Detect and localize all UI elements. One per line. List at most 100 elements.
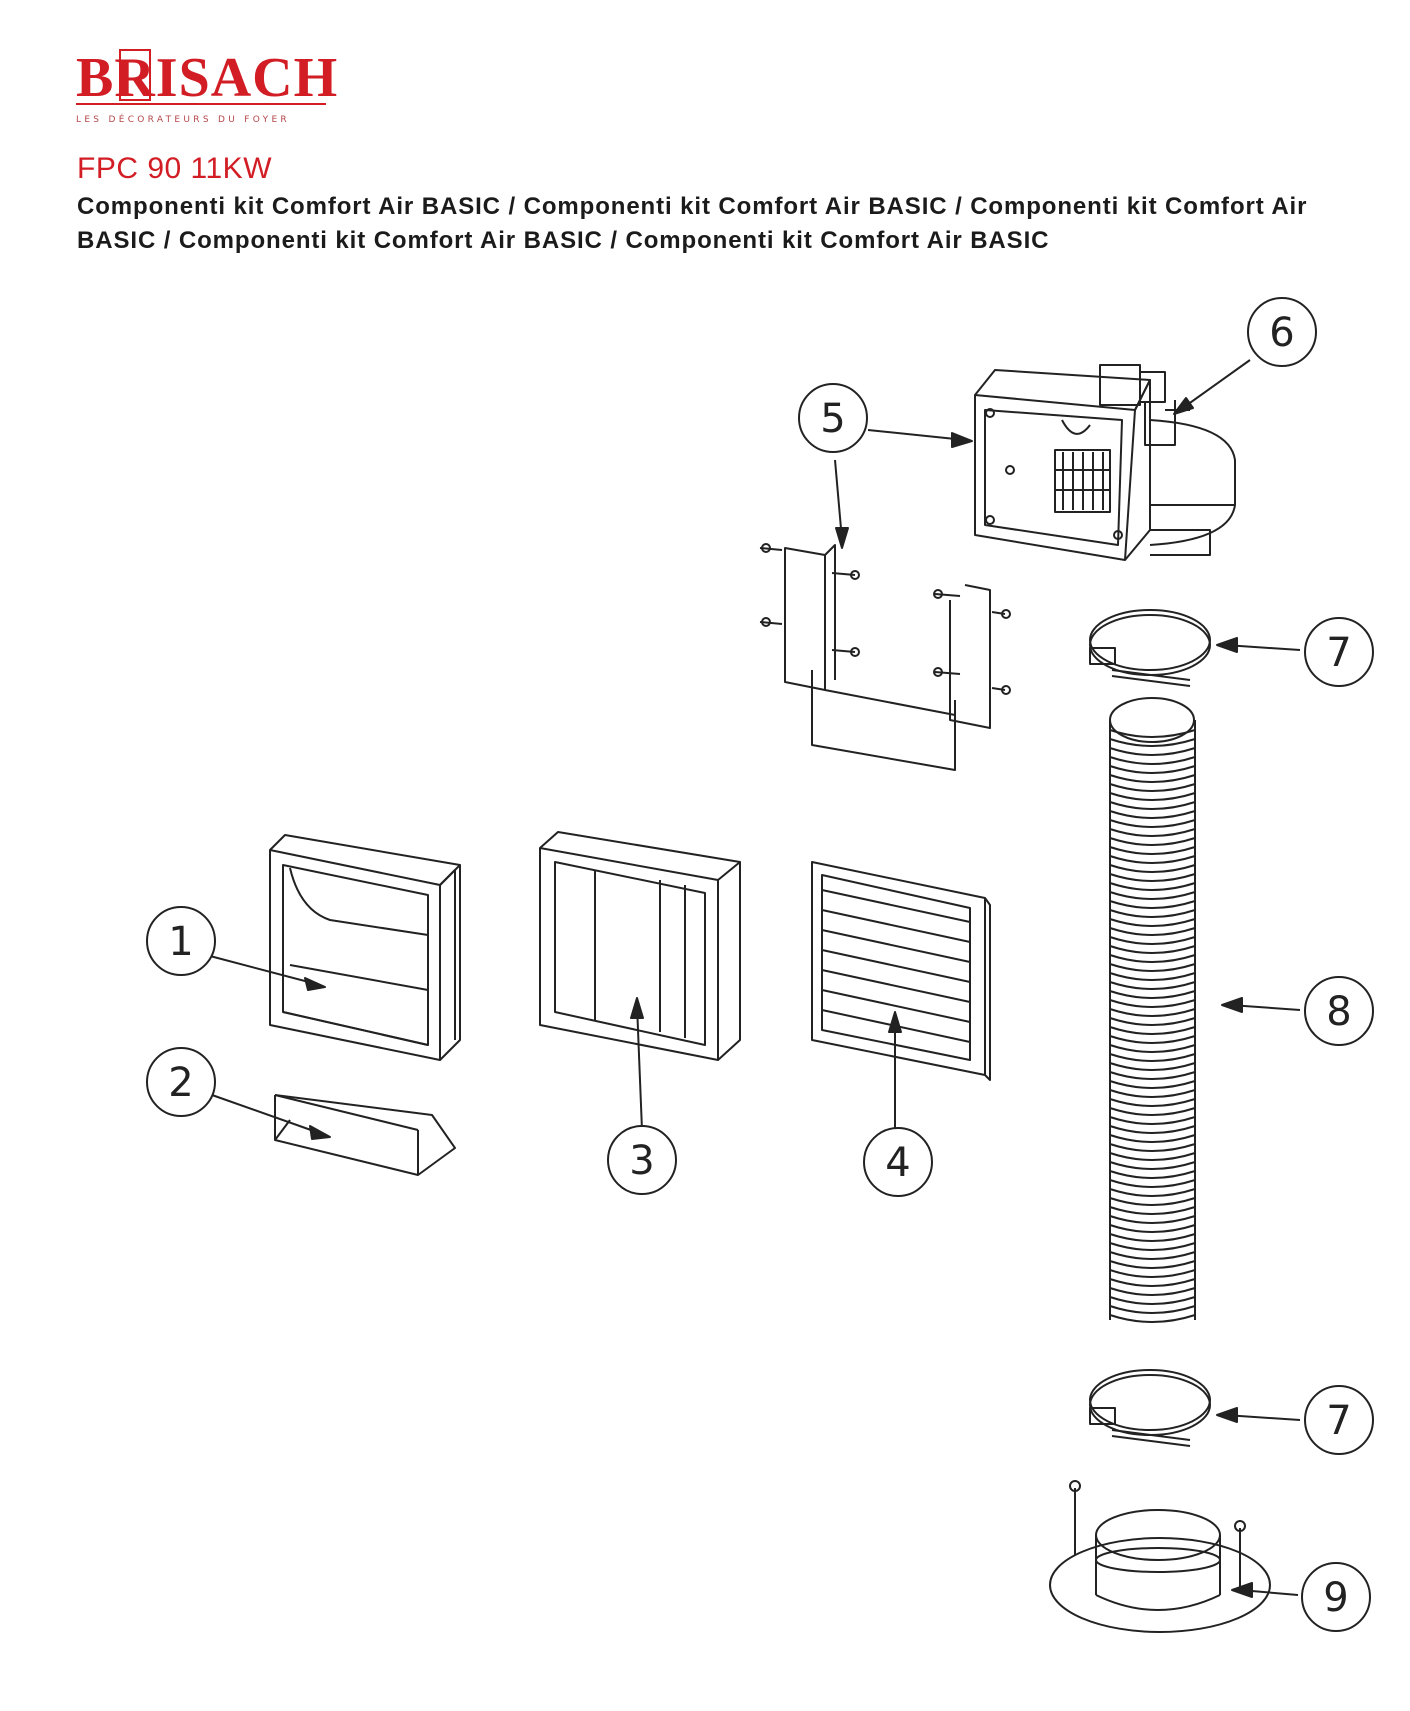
hose-ring — [1109, 882, 1196, 891]
hose-ring — [1109, 918, 1196, 927]
hose-ring — [1109, 891, 1196, 900]
logo-wordmark: BRISACH — [76, 46, 366, 118]
hose-ring — [1109, 864, 1196, 873]
logo-tagline: LES DÉCORATEURS DU FOYER — [76, 115, 290, 125]
hose-ring — [1109, 873, 1196, 882]
hose-ring — [1109, 765, 1196, 774]
hose-ring — [1109, 846, 1196, 855]
hose-ring — [1109, 981, 1196, 990]
hose-ring — [1109, 1134, 1196, 1143]
part-2-deflector — [274, 1094, 456, 1176]
hose-ring — [1109, 954, 1196, 963]
callout-3: 3 — [607, 1125, 677, 1195]
hose-ring — [1109, 1107, 1196, 1116]
hose-ring — [1109, 837, 1196, 846]
hose-ring — [1109, 1314, 1196, 1323]
hose-ring — [1109, 783, 1196, 792]
brisach-logo: BRISACH LES DÉCORATEURS DU FOYER — [70, 40, 370, 130]
hose-ring — [1109, 1017, 1196, 1026]
callout-5-label: 5 — [820, 396, 845, 442]
hose-ring — [1109, 972, 1196, 981]
hose-ring — [1109, 1035, 1196, 1044]
part-8-flexible-hose — [1109, 697, 1196, 1323]
hose-ring — [1109, 729, 1196, 738]
hose-ring — [1109, 1152, 1196, 1161]
callout-7-upper-label: 7 — [1326, 630, 1351, 676]
callout-4-label: 4 — [885, 1140, 910, 1186]
hose-ring — [1109, 1044, 1196, 1053]
callout-5: 5 — [798, 383, 868, 453]
hose-ring — [1109, 1197, 1196, 1206]
hose-ring — [1109, 1215, 1196, 1224]
part-5-mounting-frame — [759, 543, 1011, 771]
kit-subtitle: Componenti kit Comfort Air BASIC / Compo… — [77, 193, 1308, 254]
hose-ring — [1109, 927, 1196, 936]
part-7-upper-hose-clamp — [1089, 609, 1211, 687]
hose-ring — [1109, 1143, 1196, 1152]
callouts: 1 2 3 4 5 6 7 8 — [146, 297, 1374, 1632]
hose-ring — [1109, 1260, 1196, 1269]
hose-ring — [1109, 990, 1196, 999]
callout-9-label: 9 — [1323, 1575, 1348, 1621]
hose-ring — [1109, 747, 1196, 756]
callout-7-lower-label: 7 — [1326, 1398, 1351, 1444]
hose-ring — [1109, 1278, 1196, 1287]
hose-ring — [1109, 1080, 1196, 1089]
part-1-damper-box — [269, 834, 461, 1061]
hose-ring — [1109, 828, 1196, 837]
hose-ring — [1109, 1296, 1196, 1305]
model-title: FPC 90 11KW — [77, 152, 273, 185]
hose-ring — [1109, 1233, 1196, 1242]
hose-ring — [1109, 999, 1196, 1008]
part-4-grille — [811, 861, 991, 1081]
callout-6: 6 — [1247, 297, 1317, 367]
hose-ring — [1109, 1305, 1196, 1314]
callout-1: 1 — [146, 906, 216, 976]
callout-8: 8 — [1304, 976, 1374, 1046]
hose-ring — [1109, 801, 1196, 810]
hose-ring — [1109, 1170, 1196, 1179]
hose-ring — [1109, 1206, 1196, 1215]
hose-ring — [1109, 1269, 1196, 1278]
callout-4: 4 — [863, 1127, 933, 1197]
hose-ring — [1109, 855, 1196, 864]
hose-ring — [1109, 936, 1196, 945]
hose-ring — [1109, 738, 1196, 747]
hose-ring — [1109, 1251, 1196, 1260]
hose-ring — [1109, 1161, 1196, 1170]
hose-ring — [1109, 1242, 1196, 1251]
hose-ring — [1109, 1287, 1196, 1296]
hose-ring — [1109, 1026, 1196, 1035]
callout-7-upper: 7 — [1304, 617, 1374, 687]
hose-ring — [1109, 1179, 1196, 1188]
callout-2-label: 2 — [168, 1060, 193, 1106]
hose-ring — [1109, 945, 1196, 954]
hose-ring — [1109, 1224, 1196, 1233]
hose-ring — [1109, 900, 1196, 909]
hose-ring — [1109, 810, 1196, 819]
hose-ring — [1109, 1062, 1196, 1071]
hose-ring — [1109, 819, 1196, 828]
callout-2: 2 — [146, 1047, 216, 1117]
callout-9: 9 — [1301, 1562, 1371, 1632]
hose-ring — [1109, 1008, 1196, 1017]
callout-6-label: 6 — [1269, 310, 1294, 356]
part-6-blower-unit — [974, 364, 1236, 561]
callout-7-lower: 7 — [1304, 1385, 1374, 1455]
callout-leaders — [209, 359, 1301, 1598]
hose-ring — [1109, 756, 1196, 765]
hose-ring — [1109, 792, 1196, 801]
hose-ring — [1109, 909, 1196, 918]
hose-ring — [1109, 1053, 1196, 1062]
hose-ring — [1109, 1188, 1196, 1197]
part-9-flange-collar — [1049, 1480, 1271, 1633]
hose-ring — [1109, 1098, 1196, 1107]
hose-ring — [1109, 1071, 1196, 1080]
callout-1-label: 1 — [168, 919, 193, 965]
hose-ring — [1109, 1116, 1196, 1125]
callout-8-label: 8 — [1326, 989, 1351, 1035]
hose-ring — [1109, 1125, 1196, 1134]
hose-ring — [1109, 774, 1196, 783]
hose-ring — [1109, 1089, 1196, 1098]
